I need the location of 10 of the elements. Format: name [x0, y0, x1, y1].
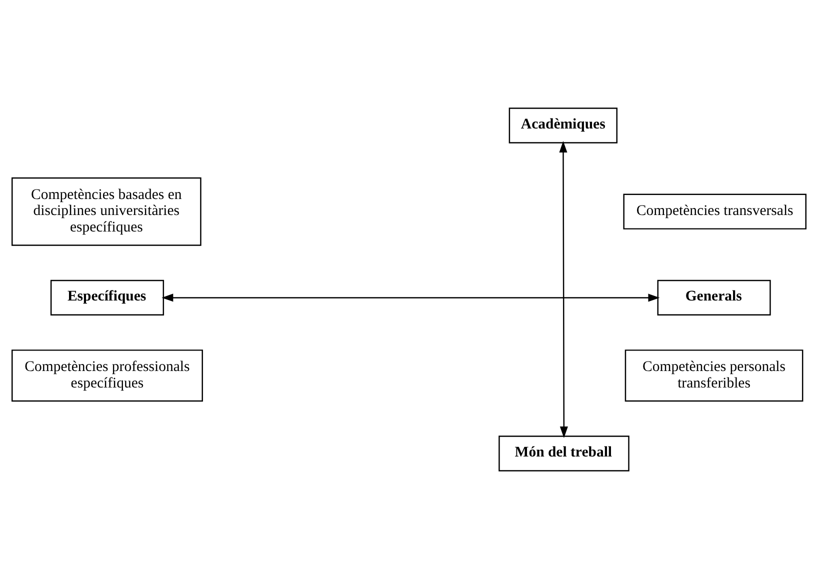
arrow: [559, 140, 568, 438]
node-box: Generals: [657, 279, 771, 316]
node-box: Competències professionals específiques: [12, 349, 203, 402]
node-box: Acadèmiques: [508, 107, 618, 143]
node-box: Món del treball: [498, 435, 630, 471]
node-box: Específiques: [50, 279, 164, 316]
node-box: Competències basades en disciplines universitàries específiques: [12, 176, 202, 246]
node-box: Competències personals transferibles: [624, 349, 804, 402]
arrow: [162, 293, 660, 302]
node-box: Competències transversals: [623, 193, 806, 229]
